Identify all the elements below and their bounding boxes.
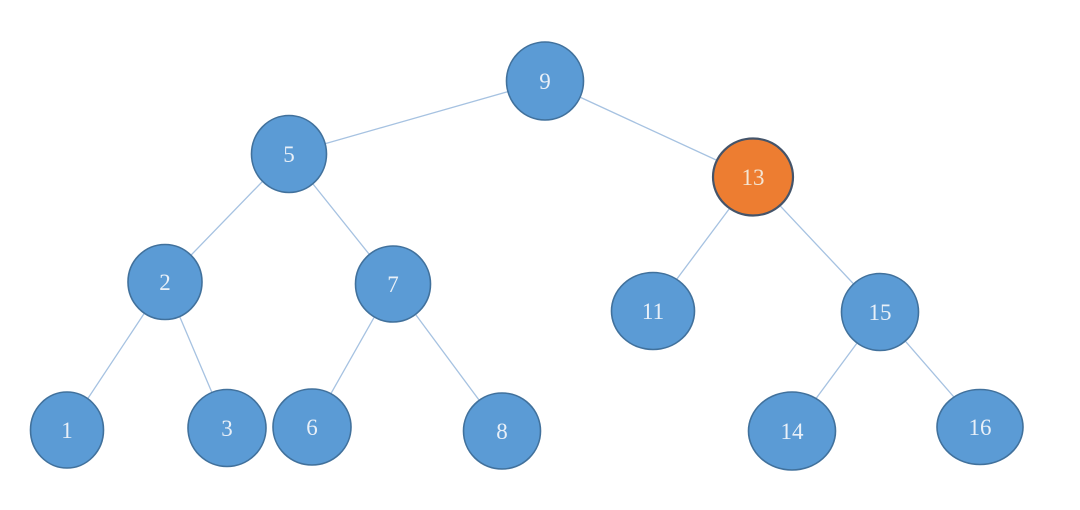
node-circle-2 xyxy=(127,243,203,321)
node-circle-16 xyxy=(936,388,1024,466)
tree-node-9: 9 xyxy=(505,41,585,121)
tree-edges xyxy=(66,80,981,432)
tree-node-16: 16 xyxy=(936,388,1024,466)
node-circle-6 xyxy=(272,388,352,466)
tree-node-7: 7 xyxy=(354,245,432,323)
tree-node-2: 2 xyxy=(127,243,203,321)
tree-node-3: 3 xyxy=(187,388,267,468)
node-circle-3 xyxy=(187,388,267,468)
tree-node-6: 6 xyxy=(272,388,352,466)
node-circle-8 xyxy=(462,392,542,470)
node-circle-13-highlighted xyxy=(711,137,795,217)
node-circle-7 xyxy=(354,245,432,323)
node-circle-9 xyxy=(505,41,585,121)
edge-9-5 xyxy=(288,80,546,155)
node-circle-1 xyxy=(29,391,105,469)
node-circle-15 xyxy=(840,272,920,352)
tree-node-1: 1 xyxy=(29,391,105,469)
tree-node-13: 13 xyxy=(711,137,795,217)
tree-node-8: 8 xyxy=(462,392,542,470)
tree-nodes: 9 5 13 2 7 11 xyxy=(29,41,1024,471)
node-circle-5 xyxy=(250,114,328,194)
tree-node-14: 14 xyxy=(747,391,837,471)
tree-node-11: 11 xyxy=(610,271,696,351)
tree-node-5: 5 xyxy=(250,114,328,194)
node-circle-14 xyxy=(747,391,837,471)
node-circle-11 xyxy=(610,271,696,351)
tree-node-15: 15 xyxy=(840,272,920,352)
